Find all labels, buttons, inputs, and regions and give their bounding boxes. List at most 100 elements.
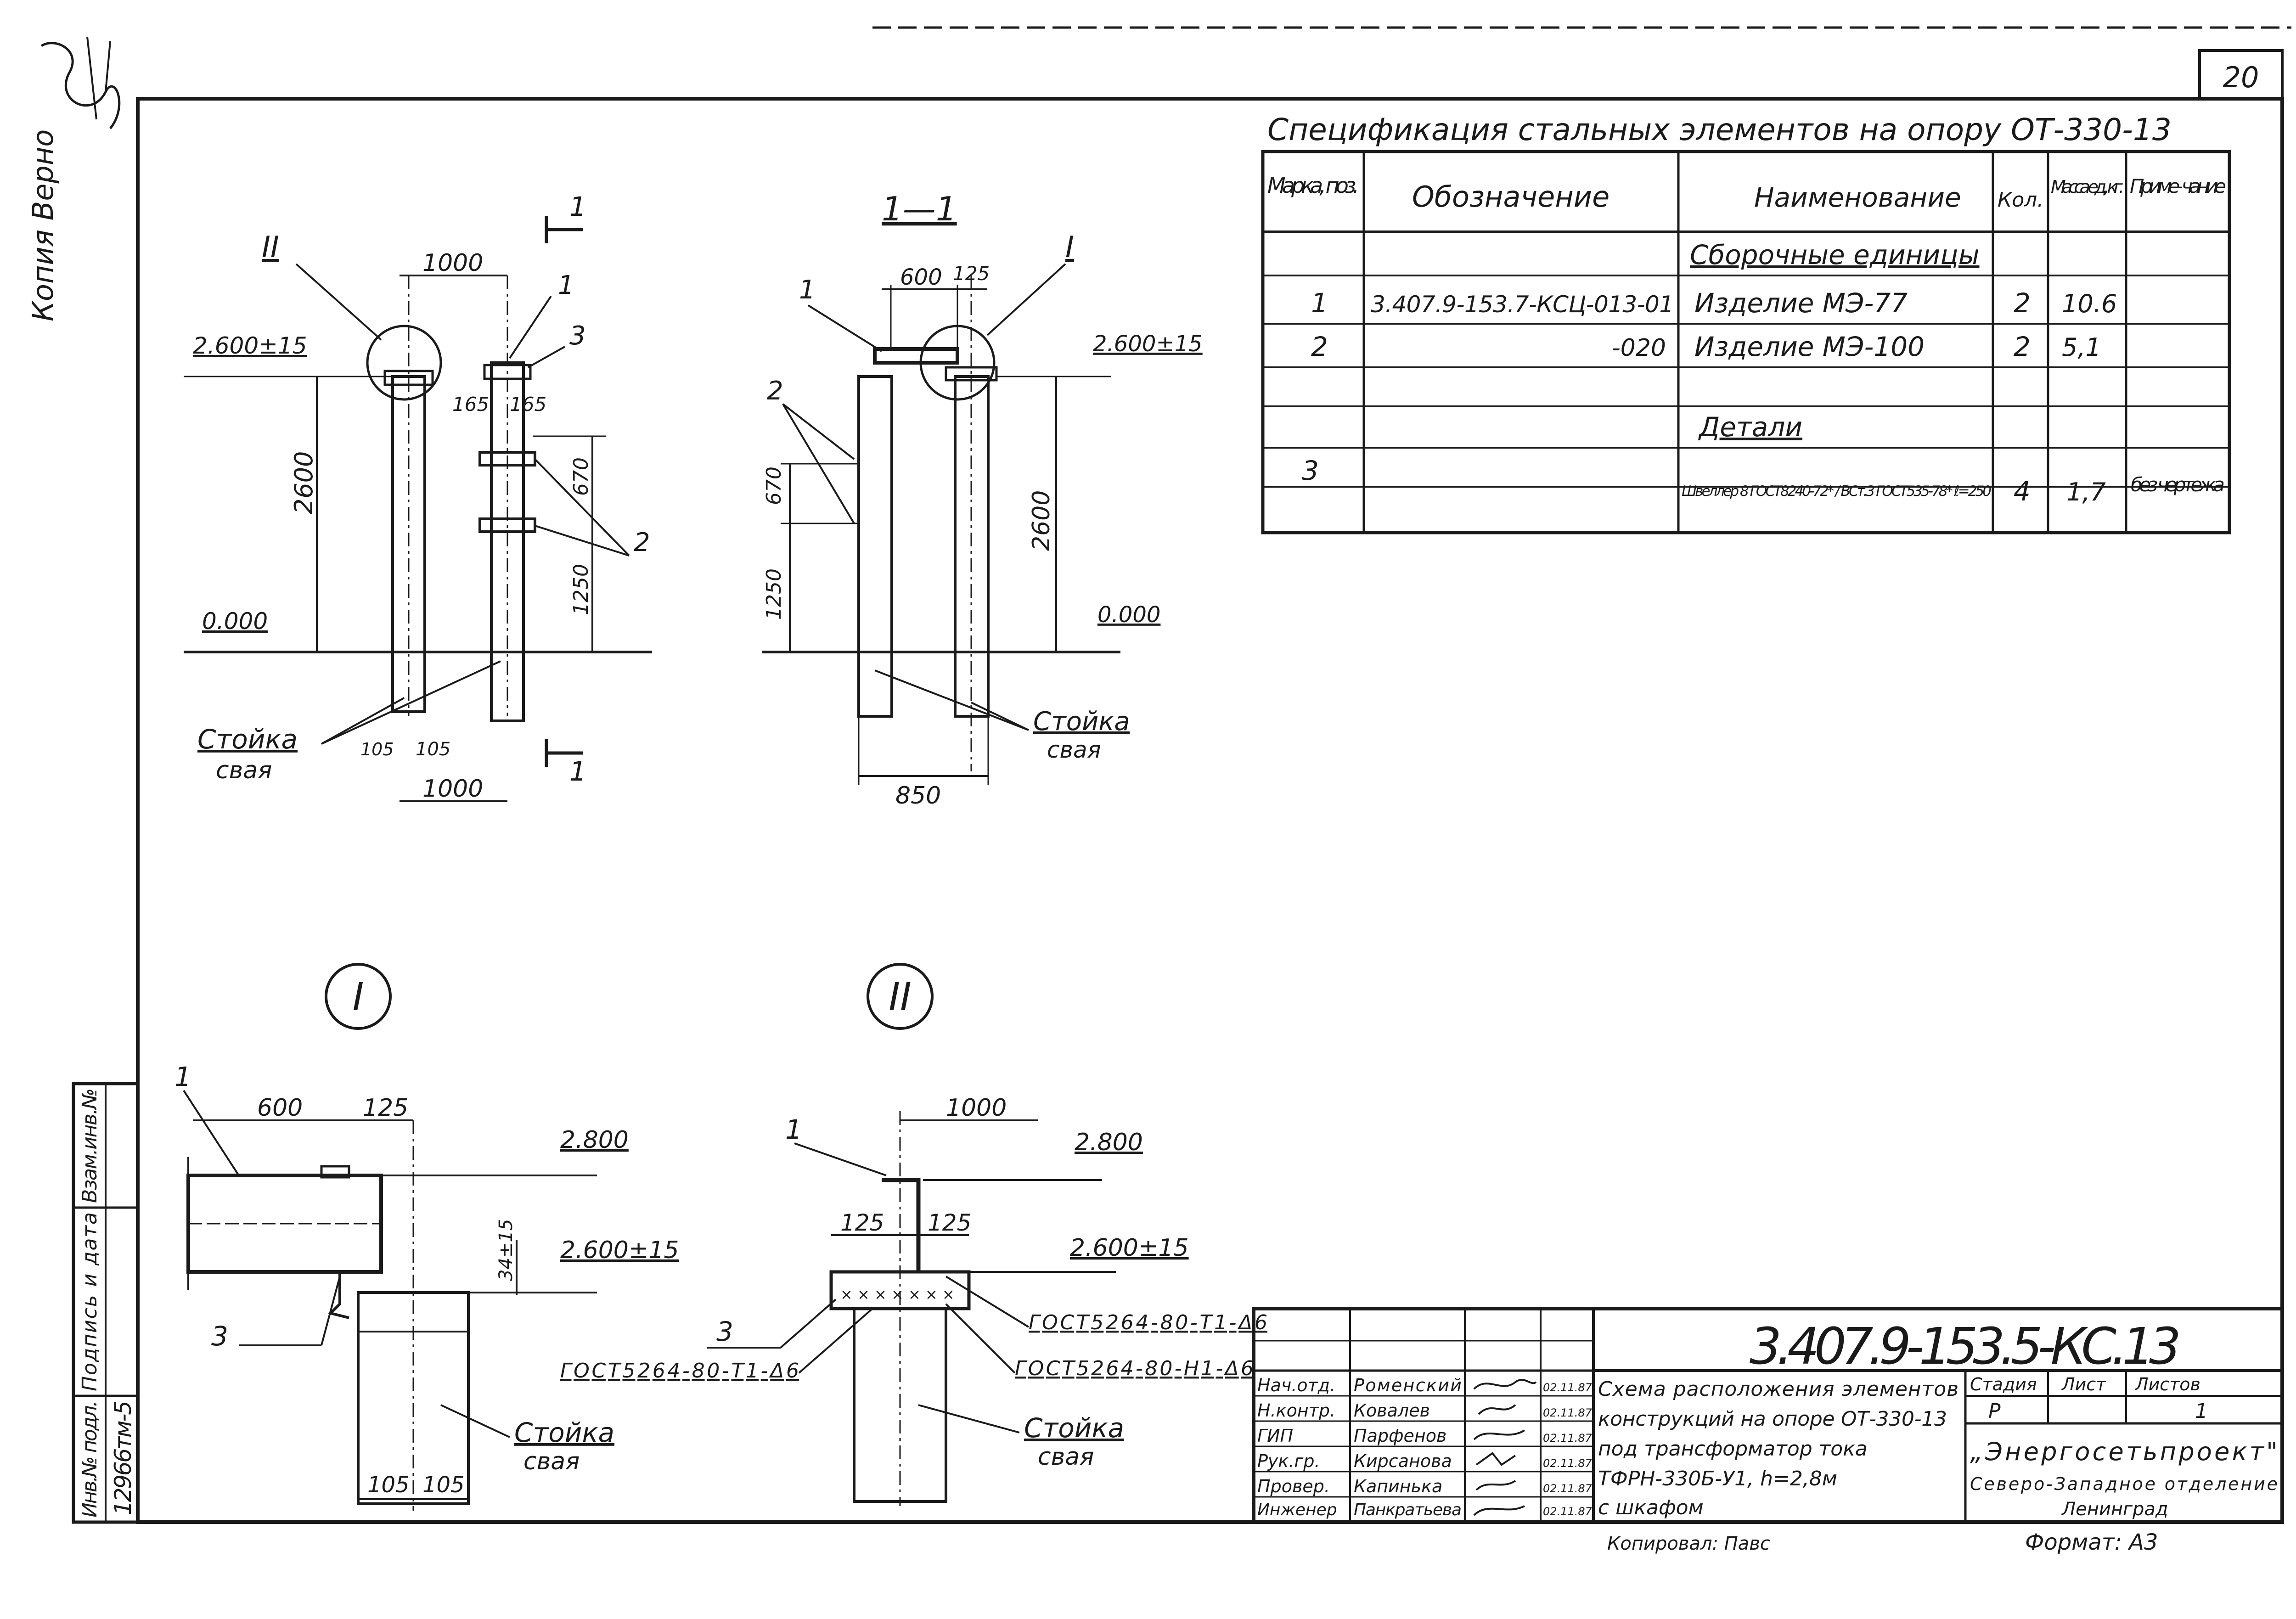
dim-105b: 105 [416,739,450,760]
role-4: Провер. [1257,1476,1330,1496]
pos-3: 3 [716,1316,733,1347]
section-assemblies: Сборочные единицы [1690,239,1980,270]
name-2: Парфенов [1354,1426,1446,1446]
row2-qty: 2 [2014,331,2031,362]
row2-mass: 5,1 [2062,333,2101,362]
row1-qty: 2 [2014,287,2031,319]
row2-designation: -020 [1612,334,1666,362]
dim-670: 670 [569,457,593,496]
section-mark-bottom: 1 [569,756,586,787]
section-view: 1—1 600 125 2.600±15 0.000 2600 670 1250… [762,190,1203,810]
signatures [1473,1379,1537,1516]
row3-mass: 1,7 [2066,478,2106,506]
dim-850: 850 [895,782,941,810]
label-svaya: свая [216,757,272,784]
stage-label: Стадия [1970,1374,2037,1394]
pos-1: 1 [174,1061,191,1092]
row2-name: Изделие МЭ-100 [1694,331,1925,362]
row1-name: Изделие МЭ-77 [1694,287,1908,319]
sheets-label: Листов [2134,1374,2200,1394]
level-zero: 0.000 [1097,602,1160,628]
spec-title: Спецификация стальных элементов на опору… [1267,112,2172,147]
desc-line-2: под трансформатор тока [1598,1437,1868,1461]
pos-3: 3 [569,321,586,351]
date-0: 02.11.87 [1543,1381,1593,1394]
dim-height: 2600 [1028,490,1055,551]
dim-125a: 125 [840,1209,884,1236]
pos-2: 2 [634,528,650,557]
desc-line-3: ТФРН-330Б-У1, h=2,8м [1598,1467,1837,1490]
dim-1250: 1250 [569,564,593,615]
row1-mass: 10.6 [2062,289,2117,318]
label-stoika: Стойка [1033,707,1130,736]
desc-line-1: конструкций на опоре ОТ-330-13 [1598,1407,1947,1431]
dim-34: 34±15 [495,1219,517,1281]
name-1: Ковалев [1354,1400,1430,1421]
name-3: Кирсанова [1354,1451,1452,1471]
format-label: Формат: А3 [2025,1529,2158,1555]
label-stoika: Стойка [1024,1412,1124,1444]
role-5: Инженер [1257,1501,1337,1519]
header-mark: Марка, поз. [1267,173,1359,198]
role-3: Рук.гр. [1257,1451,1320,1471]
label-stoika: Стойка [514,1417,614,1448]
weld-top-right: ГОСТ5264-80-Т1-Δ6 [1029,1311,1267,1334]
header-note: Приме- чание [2130,175,2226,197]
dim-600: 600 [900,264,942,290]
row1-mark: 1 [1311,287,1328,319]
weld-marks: × × × × × × × [840,1286,955,1303]
sheets-value: 1 [2195,1400,2208,1423]
label-stoika: Стойка [197,724,298,755]
weld-bottom-right: ГОСТ5264-80-Н1-Δ6 [1015,1357,1254,1380]
specification-table: Спецификация стальных элементов на опору… [1261,112,2231,534]
detail-i: I 600 125 2.800 2.600±15 34±15 105 105 1… [174,963,679,1511]
dim-bottom: 1000 [422,775,483,803]
role-2: ГИП [1257,1426,1293,1446]
row3-mark: 3 [1302,455,1319,486]
header-qty: Кол. [1998,188,2043,212]
label-svaya: свая [1047,736,1101,763]
role-0: Нач.отд. [1257,1375,1335,1395]
dim-125: 125 [953,262,990,285]
name-4: Капинька [1354,1476,1442,1496]
level-zero: 0.000 [202,608,268,635]
date-1: 02.11.87 [1543,1406,1593,1419]
stamp-inv-number: 12966тм-5 [110,1400,136,1515]
section-title: 1—1 [882,190,957,228]
approval-scribble [40,36,121,129]
date-3: 02.11.87 [1543,1457,1593,1470]
sheet-label: Лист [2061,1374,2107,1394]
drawing-code: 3.407.9-153.5-КС.13 [1750,1317,2181,1376]
level-top: 2.600±15 [193,332,307,359]
title-block: 3.407.9-153.5-КС.13 Нач.отд. Роменский 0… [1252,1307,2284,1524]
stamp-inv-podl: Инв.№ подл. [78,1400,101,1518]
callout-i: I [1065,230,1074,264]
dim-125b: 125 [928,1209,971,1236]
row3-qty: 4 [2014,476,2031,507]
level-top: 2.800 [1075,1129,1143,1156]
section-mark-top: 1 [569,191,586,222]
level-top: 2.600±15 [1093,331,1203,357]
row1-designation: 3.407.9-153.7-КСЦ-013-01 [1371,291,1674,318]
dim-125: 125 [363,1094,408,1122]
dim-105b: 105 [422,1472,465,1498]
dim-1250: 1250 [762,568,786,620]
level-mid: 2.600±15 [1070,1234,1189,1262]
pos-1: 1 [799,275,816,305]
dim-165a: 165 [452,393,489,416]
weld-left: ГОСТ5264-80-Т1-Δ6 [560,1359,799,1383]
front-view: 1000 1000 2.600±15 0.000 2600 670 1250 1… [184,191,652,803]
pos-1: 1 [558,270,574,300]
pos-2: 2 [767,376,783,406]
dim-1000: 1000 [946,1094,1007,1122]
row3-name: Швеллер 8 ГОСТ8240-72* / ВСт.3 ГОСТ535-7… [1682,483,1992,500]
header-mass: Масса ед., кг. [2051,177,2124,197]
dim-165b: 165 [510,393,546,416]
stage-value: Р [1988,1400,2001,1423]
stamp-podpis: Подпись и дата [78,1212,101,1391]
name-0: Роменский [1354,1375,1462,1395]
header-name: Наименование [1754,182,1961,213]
pos-3: 3 [211,1321,228,1352]
side-stamp: Взам.инв.№ Подпись и дата Инв.№ подл. 12… [72,1082,140,1524]
